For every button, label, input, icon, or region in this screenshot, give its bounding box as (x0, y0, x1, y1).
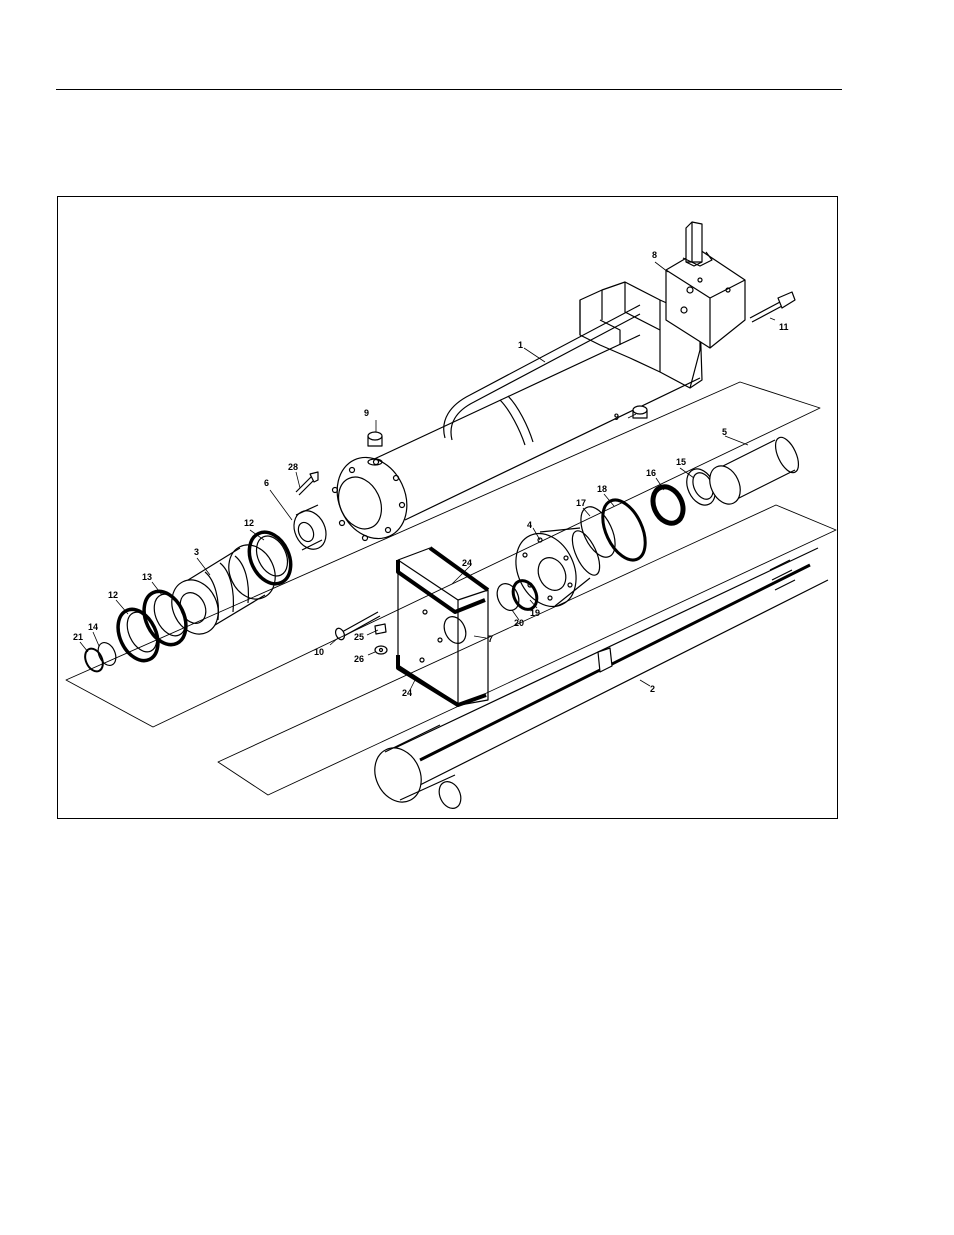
callout-9-top: 9 (364, 408, 369, 418)
mounting-plate-7 (398, 548, 488, 705)
callout-24-bottom: 24 (402, 688, 412, 698)
backup-ring-18 (594, 493, 654, 566)
callout-20: 20 (514, 618, 524, 628)
rod-seal-16 (647, 482, 688, 528)
callout-8: 8 (652, 250, 657, 260)
fitting-9-right (633, 406, 647, 418)
head-gland-4 (505, 524, 606, 617)
callout-10: 10 (314, 647, 324, 657)
callout-14: 14 (88, 622, 98, 632)
barrel-assembly (324, 282, 702, 550)
callout-28: 28 (288, 462, 298, 472)
callout-13: 13 (142, 572, 152, 582)
callout-2: 2 (650, 684, 655, 694)
callout-12-lower: 12 (108, 590, 118, 600)
callout-25: 25 (354, 632, 364, 642)
seal-ring-12-lower (110, 603, 165, 667)
callout-18: 18 (597, 484, 607, 494)
callout-7: 7 (488, 634, 493, 644)
callout-24-top: 24 (462, 558, 472, 568)
spacer-tube-5 (704, 434, 803, 509)
fitting-9-top (368, 432, 382, 446)
callout-17: 17 (576, 498, 586, 508)
screw-25 (375, 624, 386, 634)
callout-26: 26 (354, 654, 364, 664)
callout-6: 6 (264, 478, 269, 488)
washer-26 (375, 646, 387, 654)
piston-3 (163, 537, 284, 641)
wiper-20 (493, 580, 523, 614)
piston-nut-6 (288, 505, 332, 554)
callout-16: 16 (646, 468, 656, 478)
bolt-28 (296, 472, 318, 495)
bolt-11 (750, 292, 795, 322)
backup-ring-21 (82, 646, 107, 675)
callout-3: 3 (194, 547, 199, 557)
callout-4: 4 (527, 520, 532, 530)
callout-19: 19 (530, 608, 540, 618)
callout-5: 5 (722, 427, 727, 437)
callout-11: 11 (779, 322, 789, 332)
callout-1: 1 (518, 340, 523, 350)
callout-9-right: 9 (614, 412, 619, 422)
callout-12-upper: 12 (244, 518, 254, 528)
callout-21: 21 (73, 632, 83, 642)
callout-15: 15 (676, 457, 686, 467)
